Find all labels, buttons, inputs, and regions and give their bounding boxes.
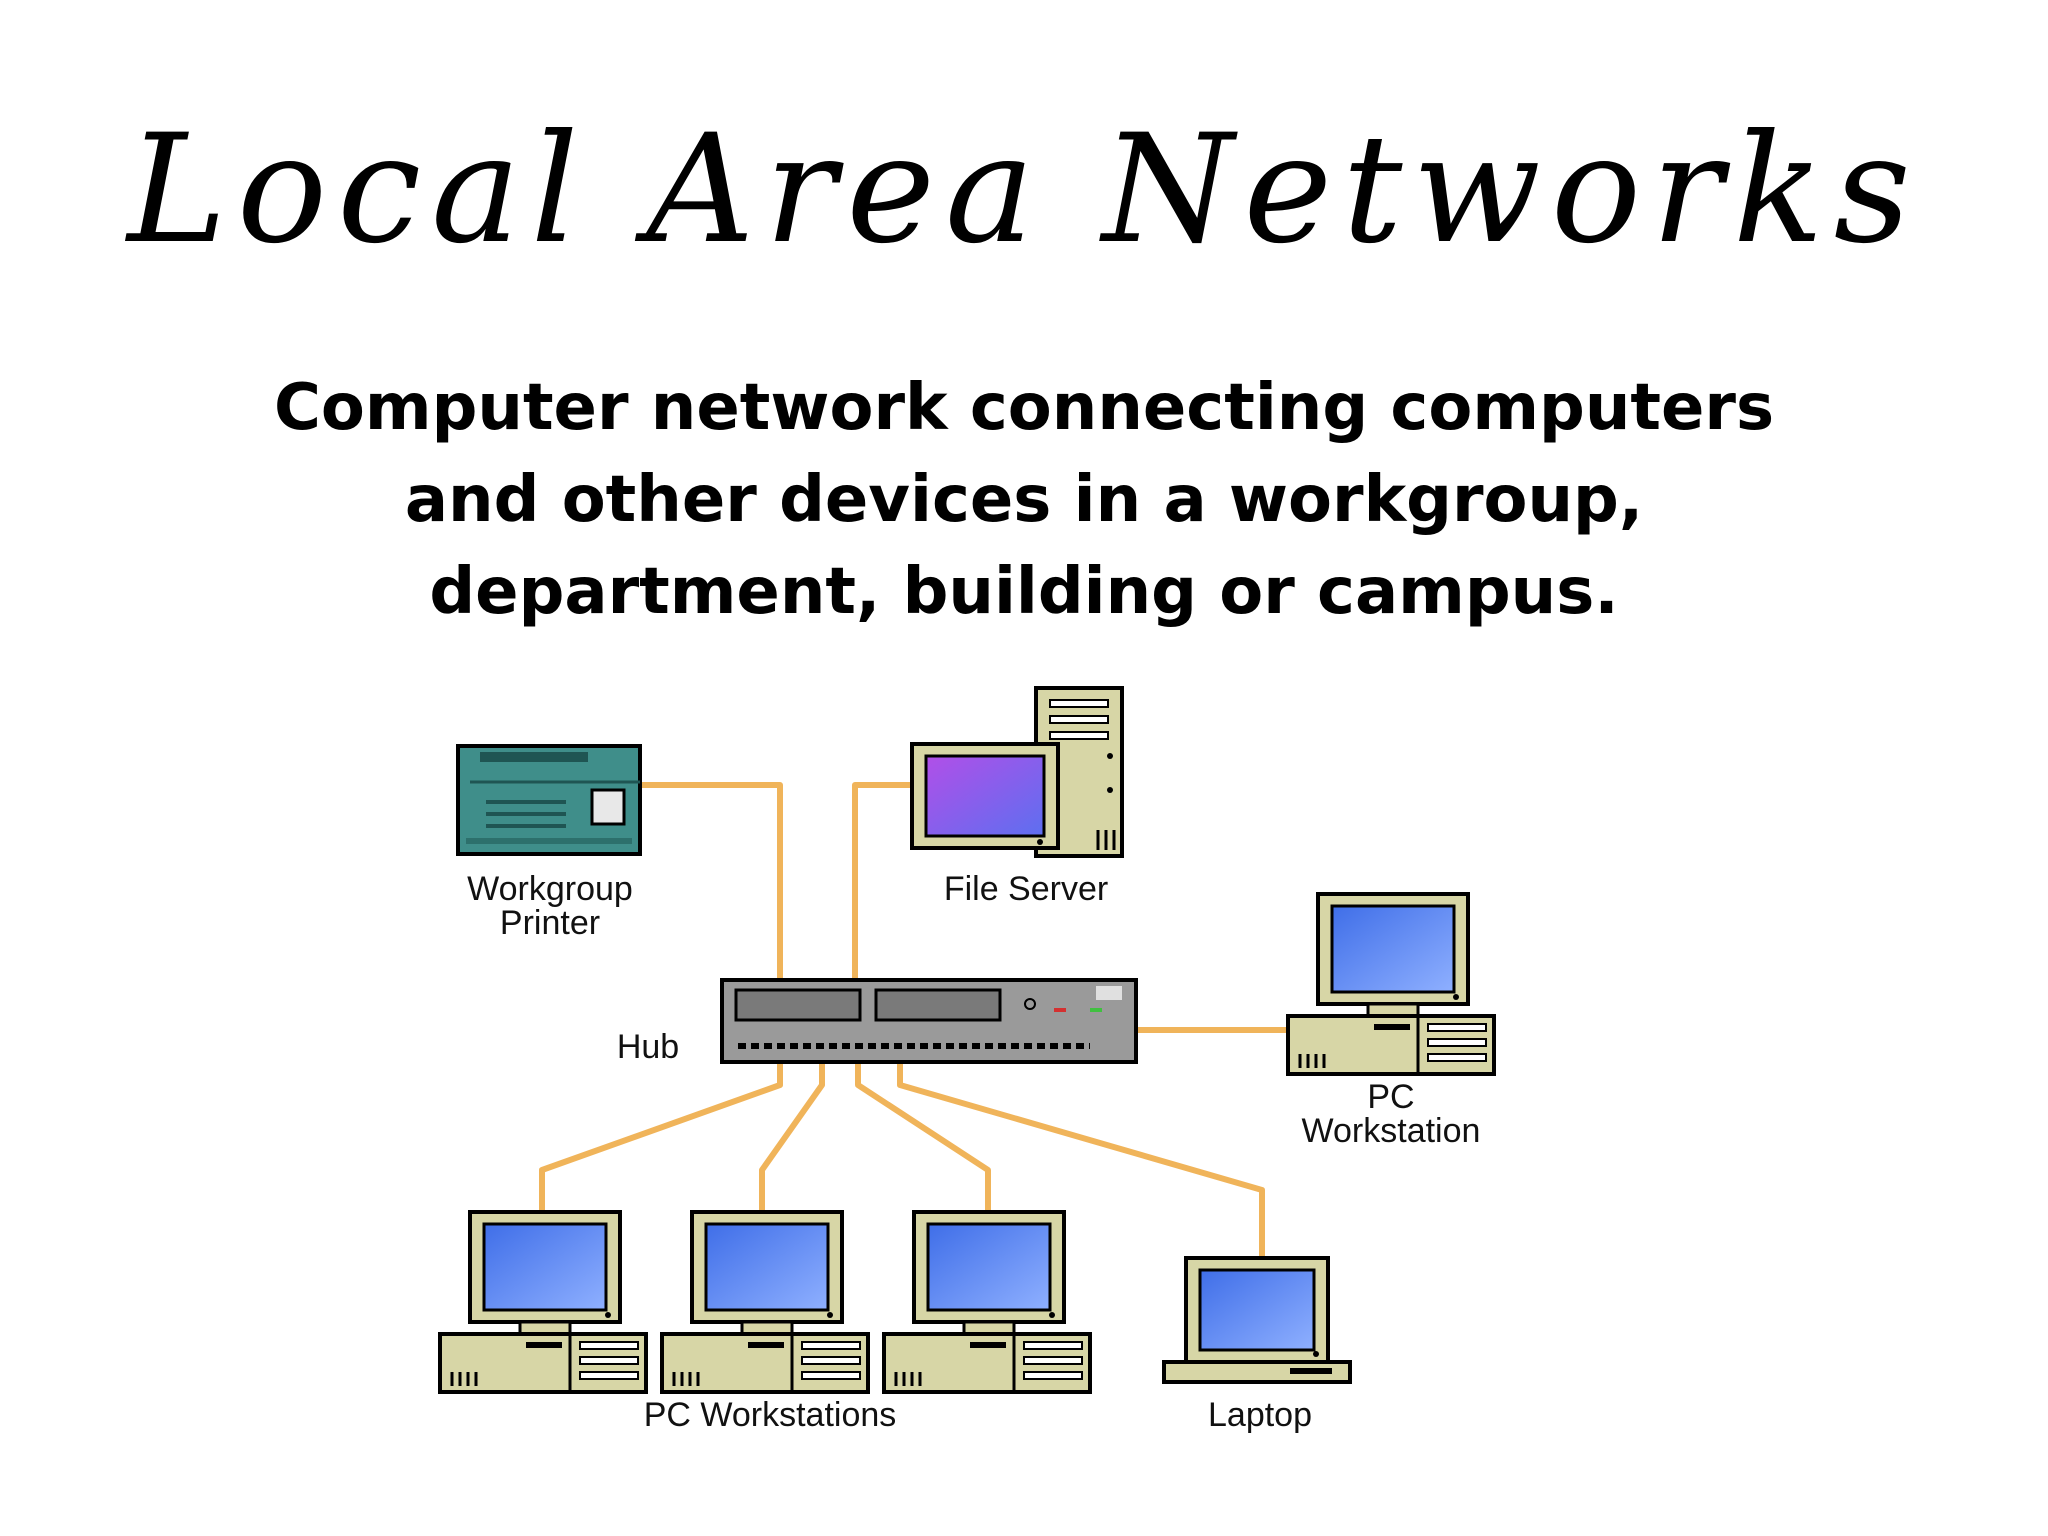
cable-pc-1 [539,1062,783,1212]
cable-printer [640,782,783,980]
file-server-icon [910,686,1124,858]
pc-workstation-2-icon [660,1210,870,1394]
cable-file-server [852,782,912,980]
printer-icon [456,744,642,856]
label-hub: Hub [616,1028,680,1066]
subtitle: Computer network connecting computers an… [224,362,1824,638]
page-title: Local Area Networks [127,103,1921,277]
subtitle-line-1: Computer network connecting computers [273,371,1775,445]
subtitle-line-2: and other devices in a workgroup, [404,463,1644,537]
cable-pc-2 [759,1062,825,1212]
hub-icon [720,978,1138,1064]
cables [539,782,1290,1258]
label-laptop: Laptop [1208,1396,1312,1434]
label-workgroup-printer: Workgroup Printer [467,870,633,942]
pc-workstation-icon [1286,892,1496,1076]
cable-pc-3 [855,1062,991,1212]
pc-workstation-3-icon [882,1210,1092,1394]
pc-workstations [438,1210,1092,1394]
label-pc-workstations: PC Workstations [643,1396,897,1434]
cable-laptop [897,1062,1265,1258]
label-file-server: File Server [943,870,1109,908]
subtitle-line-3: department, building or campus. [429,555,1619,629]
label-pc-workstation: PC Workstation [1301,1078,1481,1150]
laptop-icon [1162,1256,1352,1384]
pc-workstation-1-icon [438,1210,648,1394]
